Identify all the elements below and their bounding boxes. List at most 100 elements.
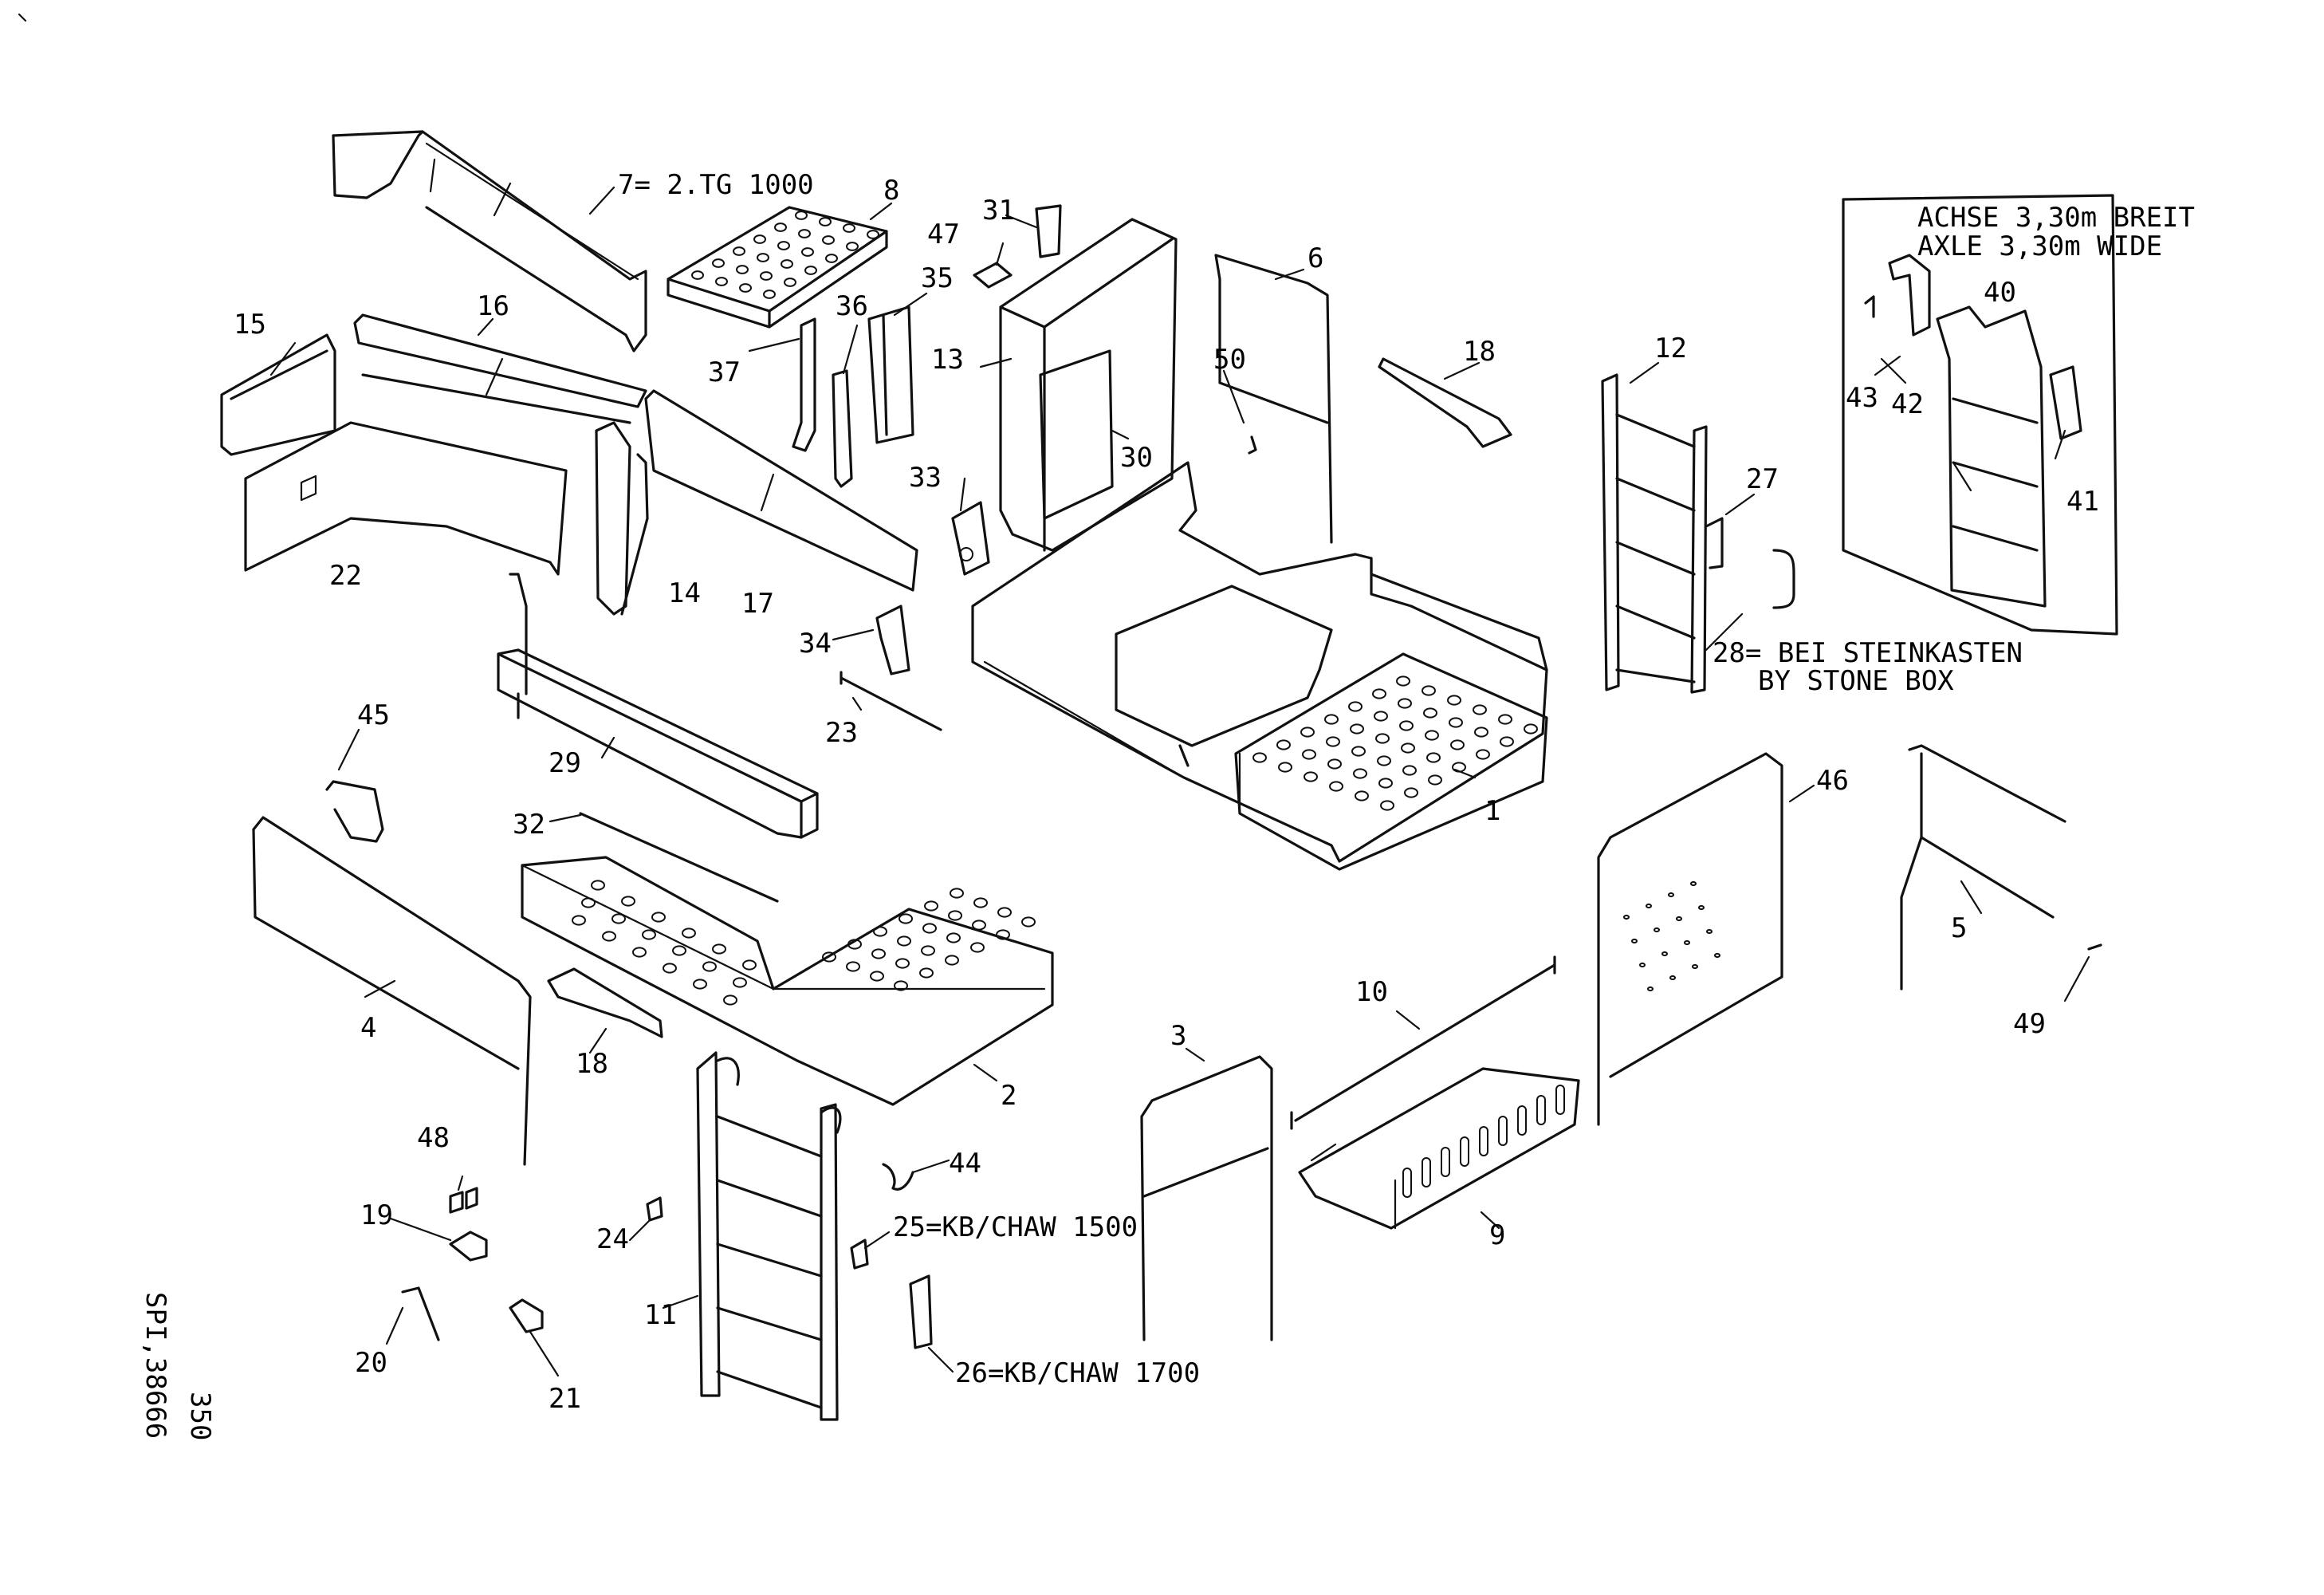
part-label-2[interactable]: 2 [1001, 1080, 1017, 1112]
part-21-bracket[interactable] [509, 1298, 544, 1333]
part-label-6[interactable]: 6 [1307, 242, 1323, 274]
part-label-5[interactable]: 5 [1951, 912, 1967, 944]
part-label-34[interactable]: 34 [799, 628, 832, 660]
part-label-27[interactable]: 27 [1746, 463, 1779, 495]
part-label-19[interactable]: 19 [360, 1199, 393, 1231]
part-label-22[interactable]: 22 [329, 560, 362, 592]
part-label-24[interactable]: 24 [596, 1223, 629, 1255]
part-22-wall[interactable] [244, 421, 568, 576]
part-label-32[interactable]: 32 [513, 809, 545, 841]
part-16-rail[interactable] [353, 313, 647, 424]
part-13-frame[interactable] [999, 218, 1178, 552]
part-34-bracket[interactable] [875, 605, 910, 675]
part-label-46[interactable]: 46 [1816, 765, 1849, 797]
part-label-16[interactable]: 16 [477, 290, 509, 322]
part-label-43[interactable]: 43 [1846, 382, 1878, 414]
part-label-18b[interactable]: 18 [576, 1048, 608, 1080]
part-35-strip[interactable] [867, 305, 914, 444]
part-48-clip[interactable] [449, 1187, 478, 1214]
part-15-bracket[interactable] [220, 333, 336, 456]
part-37-bracket[interactable] [792, 317, 816, 452]
perforation [819, 217, 832, 226]
part-50-pin[interactable] [1248, 435, 1257, 455]
part-6-rail[interactable] [1214, 254, 1333, 544]
part-29-beam[interactable] [497, 573, 819, 839]
part-49-pin[interactable] [2087, 943, 2102, 951]
part-5-rail[interactable] [1900, 744, 2066, 990]
part-28-handle[interactable] [1772, 549, 1795, 609]
perforation [651, 912, 666, 923]
part-label-4[interactable]: 4 [360, 1012, 376, 1044]
part-label-44[interactable]: 44 [949, 1148, 981, 1180]
part-label-42[interactable]: 42 [1891, 388, 1924, 420]
part-label-37[interactable]: 37 [708, 356, 741, 388]
part-47-plate[interactable] [973, 262, 1013, 289]
part-17-rail[interactable] [644, 389, 918, 592]
part-label-12[interactable]: 12 [1654, 333, 1687, 364]
part-9-grate[interactable] [1298, 1067, 1580, 1230]
part-label-47[interactable]: 47 [927, 219, 960, 250]
perforation [795, 211, 808, 220]
part-4-rail[interactable] [252, 816, 532, 1166]
part-18-bar-bottom[interactable] [547, 967, 663, 1038]
part-label-18a[interactable]: 18 [1463, 336, 1496, 368]
part-11-ladder[interactable] [696, 1051, 842, 1421]
part-18-bar-top[interactable] [1378, 357, 1512, 448]
part-32-rod[interactable] [579, 812, 779, 903]
part-1-floor[interactable] [971, 461, 1548, 871]
part-label-10[interactable]: 10 [1355, 976, 1388, 1008]
part-31-clip[interactable] [1035, 204, 1062, 258]
part-label-45[interactable]: 45 [357, 699, 390, 731]
part-20-rod[interactable] [401, 1286, 440, 1341]
part-12-ladder[interactable] [1601, 373, 1708, 694]
part-label-29[interactable]: 29 [549, 747, 581, 779]
part-label-13[interactable]: 13 [931, 344, 964, 376]
part-23-rod[interactable] [840, 671, 942, 731]
part-33-plate[interactable] [951, 501, 990, 576]
part-label-21[interactable]: 21 [549, 1383, 581, 1415]
part-label-1[interactable]: 1 [1484, 795, 1500, 827]
part-label-28[interactable]: 28= BEI STEINKASTEN [1713, 637, 2023, 669]
part-label-41[interactable]: 41 [2066, 486, 2099, 518]
perforation [1498, 714, 1512, 725]
part-label-20[interactable]: 20 [355, 1347, 387, 1379]
part-label-50[interactable]: 50 [1213, 344, 1246, 376]
part-label-33[interactable]: 33 [909, 462, 942, 494]
part-label-7[interactable]: 7= 2.TG 1000 [618, 169, 814, 201]
part-46-panel[interactable] [1597, 752, 1783, 1126]
part-2-step[interactable] [521, 856, 1054, 1106]
part-label-11[interactable]: 11 [644, 1299, 677, 1331]
part-45-handle[interactable] [325, 780, 384, 843]
part-label-14[interactable]: 14 [668, 577, 701, 609]
part-label-23[interactable]: 23 [825, 717, 858, 749]
part-label-30[interactable]: 30 [1120, 442, 1153, 474]
part-36-strip[interactable] [832, 369, 853, 488]
part-3-rail[interactable] [1140, 1055, 1273, 1341]
part-10-rod[interactable] [1290, 955, 1556, 1130]
part-44-cable[interactable] [882, 1163, 914, 1191]
part-7-guard[interactable] [332, 130, 647, 352]
part-26-strip[interactable] [909, 1274, 933, 1349]
part-label-48[interactable]: 48 [417, 1122, 450, 1154]
perforation [822, 235, 835, 245]
part-label-40[interactable]: 40 [1984, 277, 2016, 309]
part-label-9[interactable]: 9 [1489, 1219, 1505, 1251]
part-label-8[interactable]: 8 [883, 175, 899, 207]
part-label-35[interactable]: 35 [921, 262, 954, 294]
part-label-17[interactable]: 17 [741, 588, 774, 620]
part-label-31[interactable]: 31 [982, 195, 1015, 226]
part-24-clip[interactable] [646, 1196, 663, 1222]
part-label-15[interactable]: 15 [234, 309, 266, 341]
part-25-clip[interactable] [850, 1239, 869, 1270]
part-27-handle[interactable] [1705, 517, 1724, 569]
part-14-post[interactable] [595, 421, 649, 616]
part-8-plate[interactable] [667, 206, 888, 329]
part-label-3[interactable]: 3 [1170, 1020, 1186, 1052]
part-label-49[interactable]: 49 [2013, 1008, 2046, 1040]
perforation [1396, 675, 1410, 687]
part-label-36[interactable]: 36 [836, 290, 868, 322]
part-19-bracket[interactable] [449, 1231, 488, 1262]
part-label-25[interactable]: 25=KB/CHAW 1500 [893, 1211, 1138, 1243]
part-label-26[interactable]: 26=KB/CHAW 1700 [955, 1357, 1200, 1389]
